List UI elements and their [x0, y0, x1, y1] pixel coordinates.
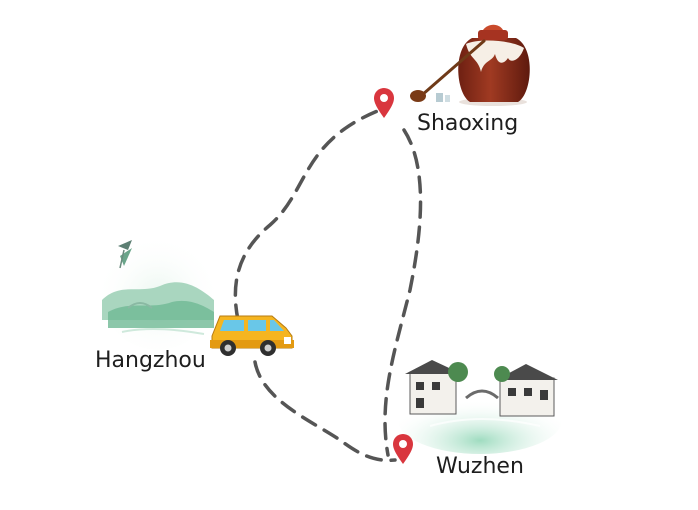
water-town-icon: [398, 360, 562, 454]
city-label-shaoxing: Shaoxing: [417, 111, 519, 136]
wine-jar-icon: [410, 24, 530, 106]
city-label-hangzhou: Hangzhou: [95, 348, 206, 373]
pin-wuzhen-icon: [393, 434, 413, 464]
route-path: [233, 106, 423, 463]
west-lake-landscape-icon: [100, 234, 216, 350]
pin-shaoxing-icon: [374, 88, 394, 118]
city-label-wuzhen: Wuzhen: [436, 454, 524, 479]
car-icon: [210, 315, 294, 356]
